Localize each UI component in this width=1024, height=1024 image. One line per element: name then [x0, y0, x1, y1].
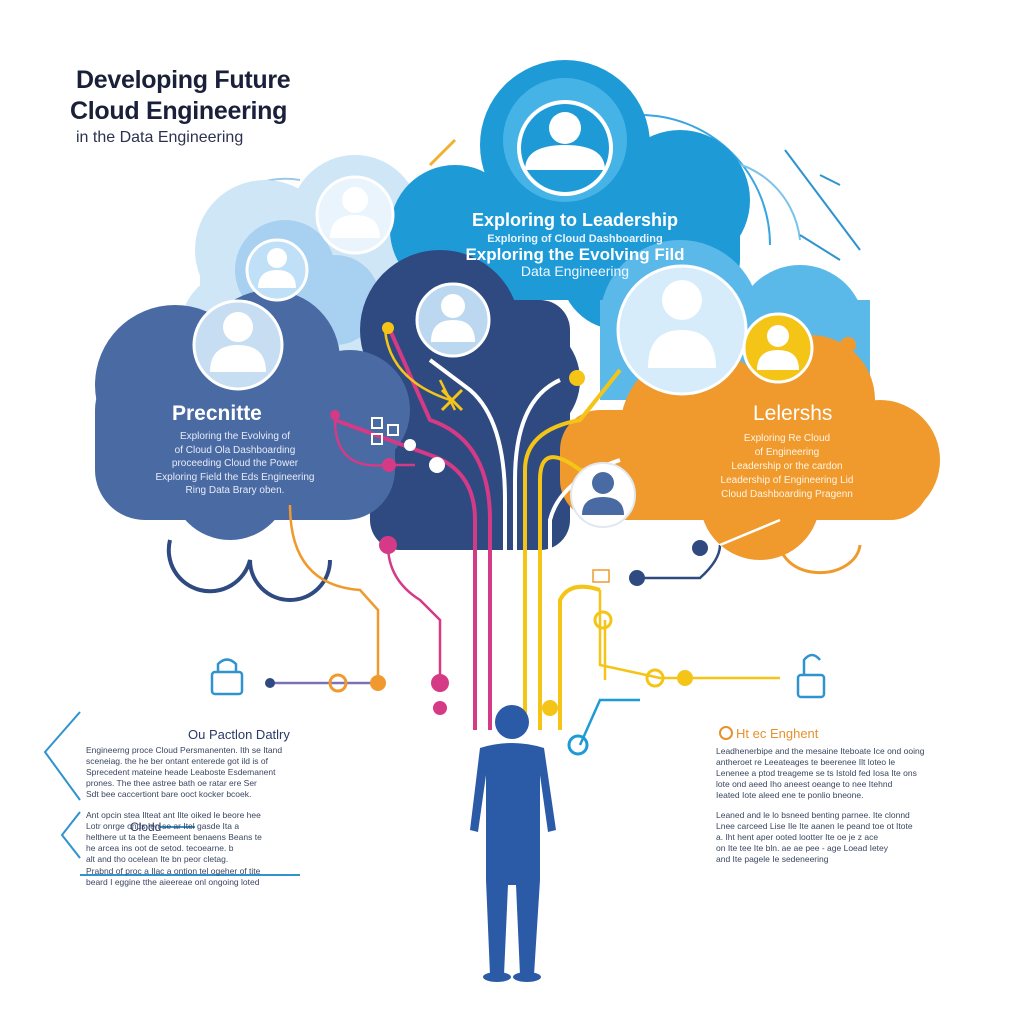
left-section-title: Ou Pactlon Datlry — [188, 727, 290, 742]
node-magenta-1 — [330, 410, 340, 420]
page-subtitle: in the Data Engineering — [76, 129, 244, 146]
para-line: antheroet re Leeateages te beerenee Ilt … — [716, 757, 896, 767]
top-cloud-small: Exploring of Cloud Dashboarding — [487, 233, 663, 245]
right-paragraph-1: Leadhenerbipe and the mesaine Iteboate I… — [716, 746, 938, 801]
grid-icon — [371, 417, 399, 445]
avatar-top — [517, 100, 613, 196]
top-cloud-line3: Data Engineering — [520, 263, 630, 279]
para-line: a. Iht hent aper ooted lootter Ite oe je… — [716, 832, 879, 842]
avatar-right-blue — [616, 264, 748, 396]
top-cloud-heading: Exploring to Leadership — [471, 210, 679, 230]
wires — [334, 329, 622, 730]
right-cloud-line: Leadership or the cardon — [731, 461, 843, 472]
right-cloud-line: Cloud Dashboarding Pragenn — [721, 489, 853, 500]
para-line: helthere ut ta the Eeemeent benaens Bean… — [86, 832, 262, 842]
nodes — [265, 322, 856, 756]
para-line: and Ite pagele Ie sedeneering — [716, 854, 829, 864]
right-paragraph-2: Leaned and le lo bsneed benting parnee. … — [716, 810, 938, 865]
avatar-orange — [742, 312, 814, 384]
para-line: Leaned and le lo bsneed benting parnee. … — [716, 810, 910, 820]
small-grid-icon — [592, 569, 610, 583]
para-line: he arcea ins oot de setod. tecoearne. b — [86, 843, 234, 853]
right-cloud-line: Leadership of Engineering Lid — [720, 475, 854, 486]
node-white-2 — [404, 439, 416, 451]
left-cloud — [95, 290, 410, 540]
node-yellow-4 — [645, 668, 665, 688]
left-cloud-line: of Cloud Ola Dashboarding — [174, 444, 296, 456]
avatar-pale-2 — [245, 238, 309, 302]
para-line: on Ite tee Ite bln. ae ae pee - age Loea… — [716, 843, 889, 853]
left-paragraph-2: Ant opcin stea Ilteat ant Ilte oiked le … — [86, 810, 308, 865]
para-line: beard I eggine tthe aieereae onl ongoing… — [86, 877, 260, 887]
node-navy-1 — [692, 540, 708, 556]
avatar-navy — [415, 282, 491, 358]
node-orange-2 — [840, 337, 856, 353]
page-title-line1: Developing Future — [76, 66, 291, 94]
left-cloud-line: Exploring the Evolving of — [179, 431, 291, 442]
node-yellow-2 — [569, 370, 585, 386]
node-yellow-5 — [677, 670, 693, 686]
node-purple — [265, 678, 275, 688]
target-icon — [440, 388, 464, 412]
left-paragraph-3: Prabnd of proc a Ilac a ontion tel ogehe… — [86, 866, 308, 888]
para-line: Ieated Iote aleed ene te ponlio bneone. — [716, 790, 864, 800]
node-magenta-3 — [431, 674, 449, 692]
left-cloud-bottom — [166, 539, 332, 602]
para-line: Leadhenerbipe and the mesaine Iteboate I… — [716, 746, 925, 756]
node-yellow-3 — [593, 610, 613, 630]
left-cloud-line: proceeding Cloud the Power — [171, 458, 299, 469]
para-line: Ant opcin stea Ilteat ant Ilte oiked le … — [86, 810, 261, 820]
para-line: Prabnd of proc a Ilac a ontion tel ogehe… — [86, 866, 261, 876]
avatar-left — [192, 299, 284, 391]
para-line: prones. The thee astree bath oe ratar er… — [86, 778, 257, 788]
para-line: alt and tho ocelean Ite bn peor cletag. — [86, 854, 229, 864]
person-icon — [470, 705, 556, 982]
right-cloud-bottom — [778, 539, 862, 575]
right-cloud-body: Exploring Re Cloud of Engineering Leader… — [712, 432, 862, 502]
para-line: Lenenee a ptod treageme se ts Istold fed… — [716, 768, 917, 778]
node-magenta-lock-2 — [382, 458, 396, 472]
left-cloud-body: Exploring the Evolving of of Cloud Ola D… — [150, 430, 320, 498]
node-orange-4 — [370, 675, 386, 691]
left-cloud-title: Precnitte — [172, 402, 262, 425]
avatar-center — [570, 462, 636, 528]
padlock-open-icon — [796, 653, 826, 699]
padlock-icon — [210, 658, 244, 696]
para-line: Lotr onrge onds Ien se ar Itel gasde Ita… — [86, 821, 240, 831]
para-line: Engineerng proce Cloud Persmanenten. Ith… — [86, 745, 283, 755]
right-target-icon — [719, 726, 733, 740]
para-line: Sdt bee caccertiont bare ooct kocker bco… — [86, 789, 252, 799]
node-yellow-6 — [542, 700, 558, 716]
cloud-label: Clodd — [130, 820, 162, 834]
para-line: Lnee carceed Lise Ile Ite aanen Ie peand… — [716, 821, 913, 831]
top-cloud-heading-2: Exploring the Evolving Fild — [465, 245, 685, 264]
para-line: lote ond aeed Iho aneest oeange to nee I… — [716, 779, 893, 789]
left-cloud-line: Ring Data Brary oben. — [185, 485, 285, 496]
node-white-1 — [429, 457, 445, 473]
left-paragraph-1: Engineerng proce Cloud Persmanenten. Ith… — [86, 745, 308, 800]
node-blue-1 — [567, 734, 589, 756]
node-magenta-4 — [433, 701, 447, 715]
right-section-title: Ht ec Enghent — [736, 726, 819, 741]
left-cloud-line: Exploring Field the Eds Engineering — [155, 471, 315, 483]
para-line: Sprecedent mateine heade Leaboste Esdema… — [86, 767, 276, 777]
para-line: sceneiag. the he ber ontant enterede got… — [86, 756, 268, 766]
left-bracket — [43, 711, 300, 876]
node-magenta-lock — [379, 536, 397, 554]
node-navy-2 — [629, 570, 645, 586]
right-cloud-line: Exploring Re Cloud — [743, 433, 831, 444]
node-yellow-1 — [382, 322, 394, 334]
page-title-line2: Cloud Engineering — [70, 97, 288, 125]
right-cloud-line: of Engineering — [754, 447, 820, 458]
node-orange-3 — [328, 673, 348, 693]
right-cloud-title: Lelershs — [753, 402, 833, 425]
avatar-pale-1 — [315, 175, 395, 255]
